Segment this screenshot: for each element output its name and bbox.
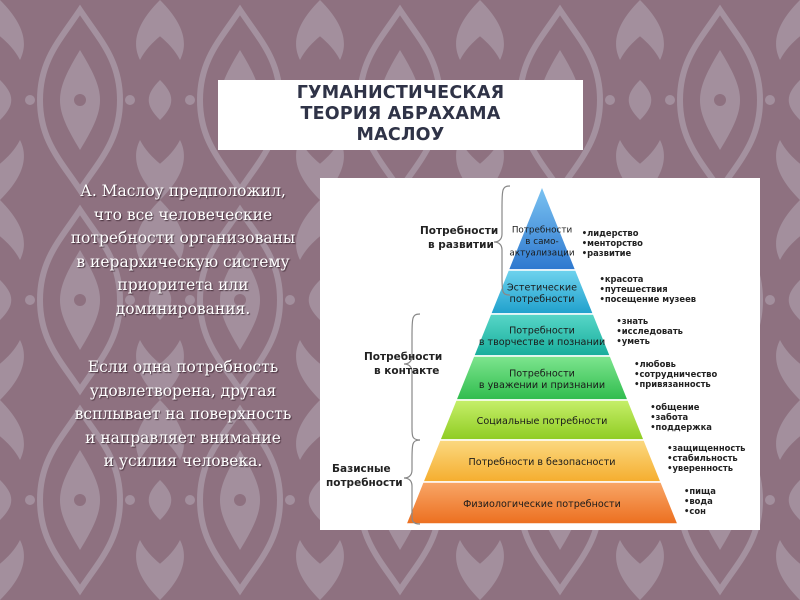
- paragraph-2-line-4: и направляет внимание: [85, 428, 281, 447]
- level-2-label-line-1: Эстетические: [507, 282, 577, 293]
- level-1-label-line-1: Потребности: [512, 226, 572, 236]
- title-line-2: ТЕОРИЯ АБРАХАМА: [300, 104, 501, 124]
- group-braces: [403, 185, 511, 525]
- group-label-basic-line-2: потребности: [326, 477, 403, 489]
- level-4-example-2: •сотрудничество: [634, 369, 717, 379]
- level-1-example-1: •лидерство: [582, 228, 639, 238]
- paragraph-1-line-3: потребности организованы: [70, 229, 296, 247]
- paragraph-2-line-5: и усилия человека.: [103, 452, 263, 470]
- paragraph-1-line-1: А. Маслоу предположил,: [80, 182, 286, 200]
- level-5-example-1: •общение: [650, 402, 700, 412]
- level-5-example-3: •поддержка: [650, 422, 712, 432]
- level-1-example-2: •менторство: [582, 238, 643, 248]
- level-6-example-1: •защищенность: [667, 443, 745, 453]
- level-7-label-line-1: Физиологические потребности: [463, 499, 621, 510]
- level-7-example-2: •вода: [684, 496, 713, 506]
- title-box: ГУМАНИСТИЧЕСКАЯ ТЕОРИЯ АБРАХАМА МАСЛОУ: [218, 80, 583, 150]
- brace-contact: [403, 313, 421, 441]
- group-label-development-line-2: в развитии: [428, 239, 494, 251]
- title-line-1: ГУМАНИСТИЧЕСКАЯ: [296, 83, 505, 103]
- title-line-3: МАСЛОУ: [356, 125, 445, 145]
- level-4-label-line-2: в уважении и признании: [479, 380, 605, 391]
- body-text: А. Маслоу предположил, что все человечес…: [42, 180, 324, 474]
- paragraph-2-line-2: удовлетворена, другая: [89, 381, 277, 400]
- group-label-basic-line-1: Базисные: [332, 463, 391, 475]
- level-3-example-1: •знать: [616, 316, 648, 326]
- level-6-example-2: •стабильность: [667, 453, 738, 463]
- paragraph-1-line-4: в иерархическую систему: [76, 252, 290, 271]
- level-2-example-2: •путешествия: [600, 284, 668, 294]
- level-5-label-line-1: Социальные потребности: [477, 416, 608, 427]
- level-6-example-3: •уверенность: [667, 463, 733, 473]
- pyramid-examples: •лидерство•менторство•развитие•красота•п…: [582, 228, 746, 516]
- group-label-contact-line-1: Потребности: [364, 351, 442, 363]
- level-1-example-3: •развитие: [582, 248, 632, 258]
- level-3-example-2: •исследовать: [616, 326, 683, 336]
- level-2-example-1: •красота: [600, 274, 644, 284]
- level-7-example-1: •пища: [684, 486, 716, 496]
- level-3-label-line-1: Потребности: [509, 325, 575, 336]
- level-7-example-3: •сон: [684, 506, 706, 516]
- paragraph-1-line-5: приоритета или: [117, 276, 249, 294]
- paragraph-1-line-6: доминирования.: [115, 299, 251, 318]
- level-1-label-line-3: актуализации: [509, 249, 574, 259]
- level-2-label-line-2: потребности: [510, 294, 575, 305]
- level-4-label-line-1: Потребности: [509, 368, 575, 379]
- level-6-label-line-1: Потребности в безопасности: [468, 457, 615, 468]
- level-4-example-1: •любовь: [634, 359, 676, 369]
- group-label-contact-line-2: в контакте: [374, 365, 439, 377]
- level-4-example-3: •привязанность: [634, 379, 711, 389]
- paragraph-1-line-2: что все человеческие: [93, 205, 273, 224]
- level-3-example-3: •уметь: [616, 336, 650, 346]
- level-3-label-line-2: в творчестве и познании: [479, 337, 605, 348]
- paragraph-2-line-1: Если одна потребность: [87, 358, 279, 376]
- level-5-example-2: •забота: [650, 412, 688, 422]
- level-1-label-line-2: в само-: [525, 237, 558, 247]
- paragraph-2-line-3: всплывает на поверхность: [74, 405, 292, 423]
- group-label-development-line-1: Потребности: [420, 225, 498, 237]
- brace-development: [493, 185, 511, 296]
- brace-basic: [403, 439, 421, 525]
- level-2-example-3: •посещение музеев: [600, 294, 697, 304]
